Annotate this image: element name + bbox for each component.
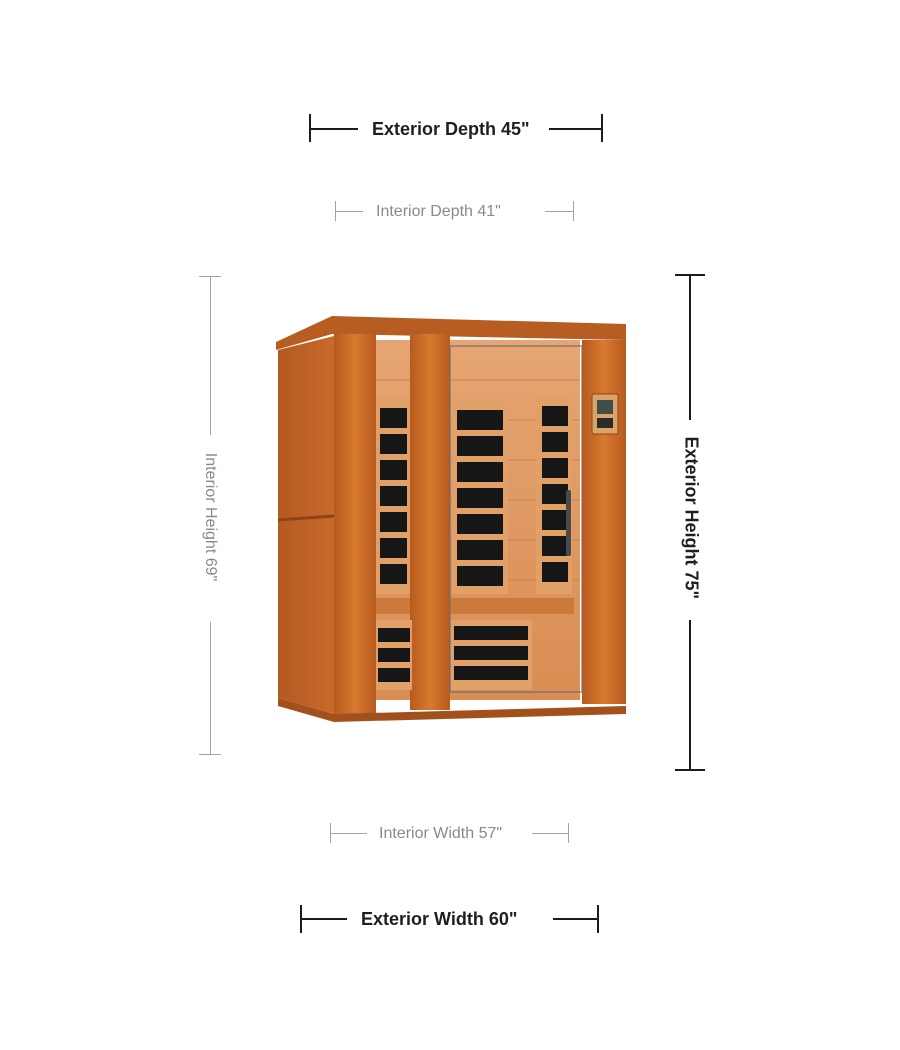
interior-width-label: Interior Width 57" — [379, 825, 503, 842]
dimension-tick-left — [330, 823, 331, 843]
heater-panel-right — [536, 398, 572, 594]
dimension-tick-right — [597, 905, 599, 933]
sauna-corner-post — [334, 334, 376, 716]
dimension-line-right — [553, 918, 598, 920]
dimension-tick-top — [199, 276, 221, 277]
heater-panel-lower — [376, 620, 532, 690]
dimension-line-bottom — [210, 622, 211, 754]
dimension-line-right — [549, 128, 601, 130]
dimension-line-bottom — [689, 620, 691, 770]
heater-panel-left — [376, 398, 410, 594]
dimension-tick-right — [573, 201, 574, 221]
dimension-tick-right — [568, 823, 569, 843]
dimension-tick-left — [335, 201, 336, 221]
dimension-line-top — [210, 277, 211, 435]
dimension-tick-right — [601, 114, 603, 142]
dimension-line-top — [689, 275, 691, 420]
dimension-line-left — [301, 918, 347, 920]
dimension-line-left — [310, 128, 358, 130]
sauna-side-wall — [278, 336, 334, 714]
dimension-line-left — [336, 211, 363, 212]
sauna-roof — [276, 316, 626, 350]
interior-depth-label: Interior Depth 41" — [376, 203, 501, 220]
dimension-tick-bottom — [675, 769, 705, 771]
dimension-line-right — [545, 211, 573, 212]
dimension-line-right — [532, 833, 568, 834]
dimension-tick-bottom — [199, 754, 221, 755]
heater-panel-back — [452, 402, 508, 594]
exterior-depth-label: Exterior Depth 45" — [372, 119, 530, 139]
sauna-image — [276, 316, 626, 722]
control-panel — [591, 393, 619, 435]
sauna-center-post — [410, 334, 450, 710]
sauna-base — [278, 698, 626, 722]
sauna-bench — [376, 598, 574, 614]
interior-height-label: Interior Height 69" — [202, 452, 219, 582]
exterior-height-label: Exterior Height 75" — [681, 436, 702, 600]
exterior-width-label: Exterior Width 60" — [361, 909, 518, 929]
door-handle — [566, 490, 571, 556]
dimension-line-left — [331, 833, 367, 834]
